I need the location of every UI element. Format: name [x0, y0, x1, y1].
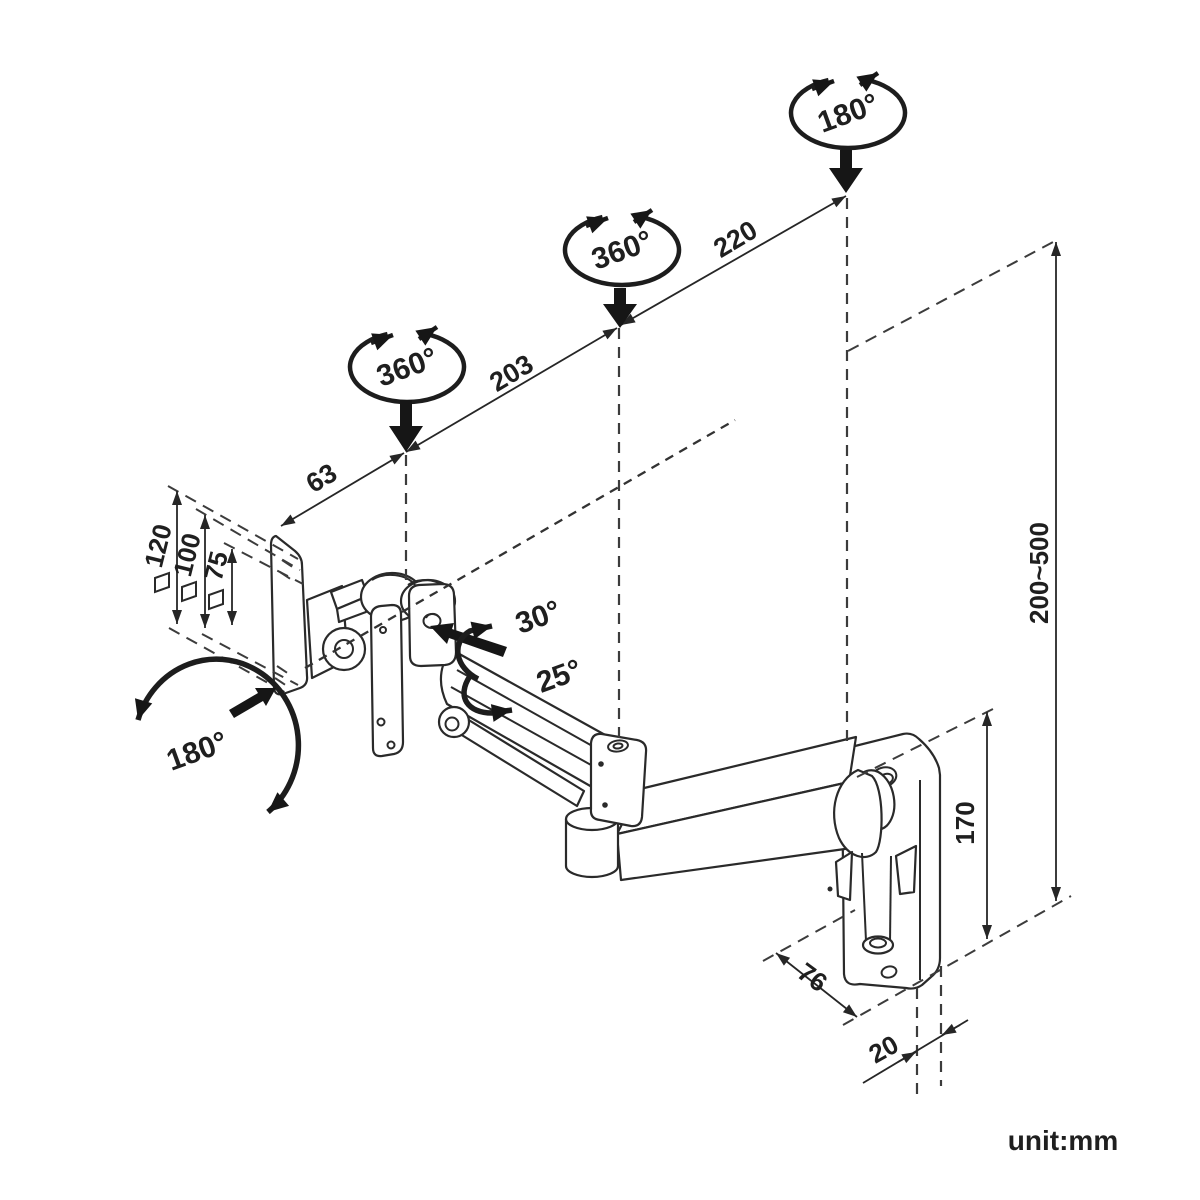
- rotation-label-left: 360°: [372, 341, 442, 393]
- down-arrow-icon: [389, 400, 423, 452]
- gas-spring: [437, 705, 586, 808]
- rotation-symbol-left: 360°: [347, 325, 467, 452]
- down-arrow-icon: [603, 288, 637, 328]
- tilt-axis-line: [304, 419, 736, 669]
- rotation-label-top: 180°: [813, 87, 883, 139]
- rotation-arrow-icon: [370, 332, 394, 351]
- square-symbol-75: [208, 588, 224, 611]
- pivot-axis-lines: [404, 198, 849, 745]
- rotation-arrow-icon: [630, 208, 654, 229]
- square-symbol-120: [154, 571, 170, 594]
- tilt-arrow-icon: [430, 623, 507, 657]
- lower-arm: [615, 735, 858, 882]
- dim-label-220: 220: [708, 215, 762, 264]
- elbow-pivot-hole: [607, 739, 629, 753]
- tilt-label-25: 25°: [532, 653, 586, 700]
- reference-lines: [762, 240, 1072, 1097]
- rotation-symbol-top: 180°: [788, 71, 908, 193]
- tilt-arrow-icon: [229, 688, 276, 718]
- dim-label-height-range: 200~500: [1024, 522, 1054, 624]
- dim-label-170: 170: [950, 801, 980, 844]
- monitor-bracket-plate: [369, 603, 405, 758]
- dim-plate-thickness: 20: [862, 1019, 969, 1084]
- vesa-plate: [269, 534, 309, 696]
- wall-hinge-cup: [827, 768, 918, 955]
- dim-height-range: 200~500: [1024, 242, 1061, 901]
- tilt-hinge-disc: [321, 626, 367, 672]
- rotation-arrow-icon: [856, 71, 880, 92]
- rotation-arrow-icon: [415, 325, 439, 346]
- elbow-joint: [564, 732, 648, 879]
- rotation-arrow-icon: [811, 78, 835, 97]
- rotation-arrow-icon: [585, 215, 609, 234]
- rotation-symbol-middle: 360°: [562, 208, 682, 328]
- swivel-arc-180: 180°: [134, 656, 302, 815]
- tilt-up-arc: [455, 621, 493, 682]
- dim-label-76: 76: [792, 957, 833, 998]
- gas-spring-anchor: [437, 705, 471, 739]
- square-symbol-100: [181, 580, 197, 603]
- tilt-down-arc: [461, 674, 513, 722]
- dim-vesa-pattern: 120 100 75: [138, 485, 304, 695]
- rotation-label-middle: 360°: [587, 224, 657, 276]
- dim-plate-height: 170: [950, 712, 992, 939]
- down-arrow-icon: [829, 150, 863, 193]
- dim-label-75: 75: [198, 548, 234, 583]
- bracket-bottom-hole: [880, 965, 898, 979]
- rotation-label-vesa: 180°: [162, 725, 232, 777]
- dim-label-203: 203: [484, 349, 538, 398]
- tilt-label-30: 30°: [511, 594, 565, 641]
- unit-note: unit:mm: [1008, 1125, 1118, 1156]
